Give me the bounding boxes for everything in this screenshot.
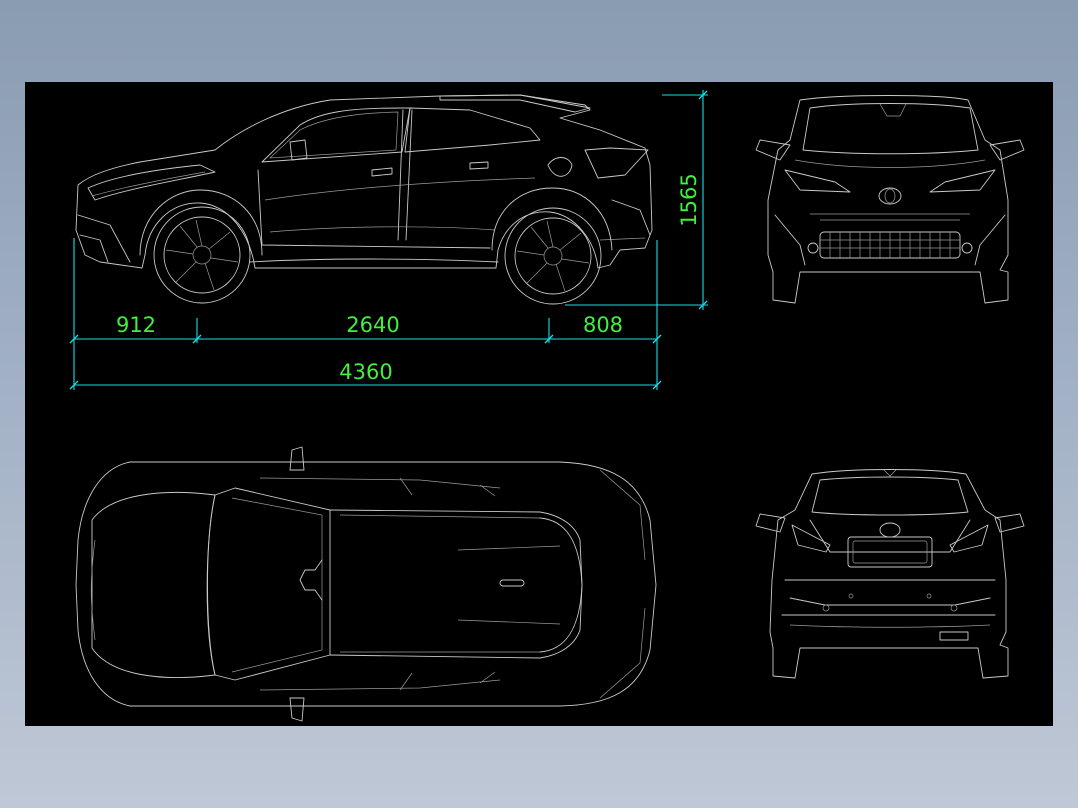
dim-rear-overhang: 808 xyxy=(583,313,623,337)
car-rear-view xyxy=(755,469,1025,679)
dim-overall-height: 1565 xyxy=(677,173,701,226)
side-dimensions: 912 2640 808 4360 1565 xyxy=(69,90,708,390)
car-side-view xyxy=(75,94,653,305)
dim-overall-length: 4360 xyxy=(339,360,392,384)
dim-front-overhang: 912 xyxy=(116,313,156,337)
car-front-view xyxy=(755,95,1025,304)
car-top-view xyxy=(75,446,657,722)
dim-wheelbase: 2640 xyxy=(346,313,399,337)
